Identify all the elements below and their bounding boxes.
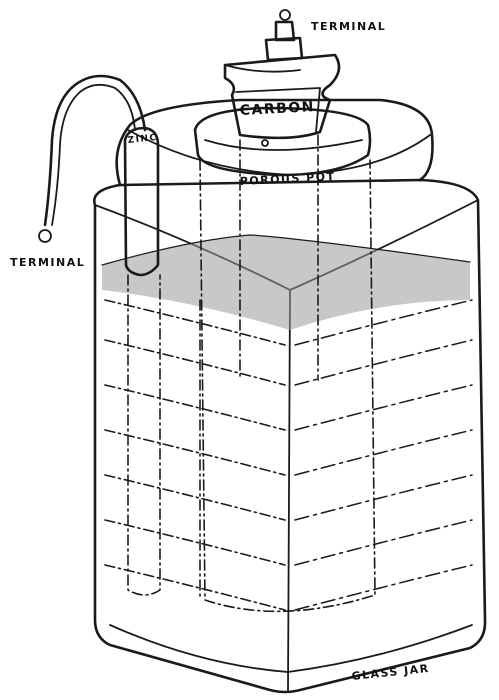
label-porous-pot: POROUS POT <box>239 170 335 188</box>
carbon-block-top <box>223 53 341 140</box>
electrolyte-liquid <box>101 234 473 611</box>
porous-pot-rim <box>193 106 372 177</box>
wire-inner <box>51 83 136 226</box>
zinc-rod-submerged <box>127 274 161 596</box>
label-zinc: ZINC <box>127 133 158 146</box>
zinc-rod <box>123 126 161 596</box>
wire-terminal-loop <box>38 229 52 243</box>
label-terminal-left: TERMINAL <box>10 256 85 269</box>
label-carbon: CARBON <box>239 99 315 119</box>
wire-outer <box>43 74 147 227</box>
carbon-block <box>223 9 341 381</box>
carbon-terminal-post <box>274 20 296 42</box>
carbon-hole <box>261 139 269 147</box>
label-terminal-top: TERMINAL <box>311 20 386 33</box>
jar-front-edge <box>287 289 291 691</box>
liquid-surface <box>102 235 470 330</box>
porous-pot-body <box>199 159 376 613</box>
label-glass-jar: GLASS JAR <box>351 662 430 683</box>
porous-pot <box>193 106 376 613</box>
carbon-terminal-knob <box>279 9 291 21</box>
zinc-wire <box>38 74 147 243</box>
zinc-rod-top <box>123 126 160 277</box>
porous-pot-rim-inner <box>204 139 363 151</box>
carbon-terminal-base <box>264 36 304 62</box>
jar-neck <box>115 98 434 187</box>
jar-bottom-curve <box>109 624 473 673</box>
